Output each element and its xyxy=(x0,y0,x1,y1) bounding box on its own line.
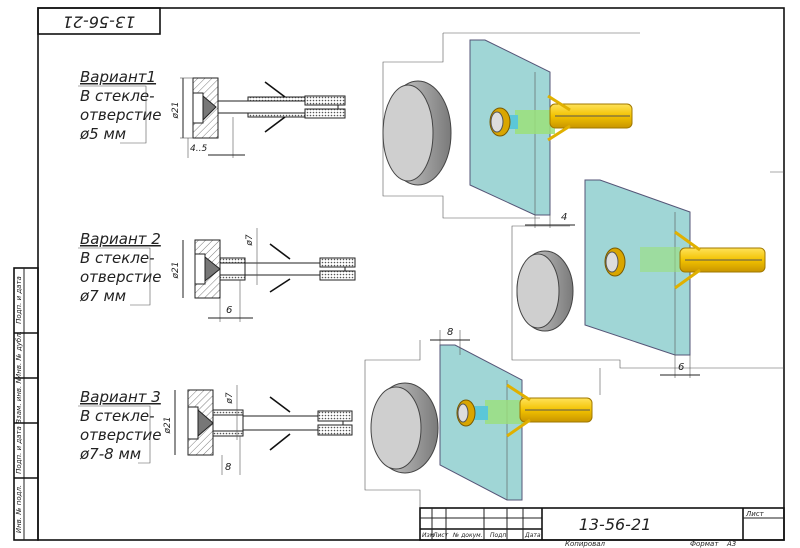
dim-hole: ø7 xyxy=(225,392,235,405)
dim-hole: ø7 xyxy=(245,234,255,247)
sheet-label: Лист xyxy=(745,510,765,518)
side-label: Взам. инв. № xyxy=(15,376,23,424)
dim-diameter: ø21 xyxy=(171,262,181,280)
section-view-2: ø21 ø7 6 xyxy=(171,228,356,322)
variant-title: Вариант 3 xyxy=(80,388,161,406)
side-label: Подп. и дата xyxy=(15,426,23,474)
column-label: Дата xyxy=(524,532,541,539)
iso-view-3: 8 xyxy=(364,327,601,508)
column-label: Лист xyxy=(432,532,449,539)
variant-text: В стекле- xyxy=(80,87,155,105)
side-label: Инв. № подл. xyxy=(15,485,23,533)
dim-diameter: ø21 xyxy=(171,102,181,120)
column-label: № докум. xyxy=(452,532,483,539)
variant-2-label: Вариант 2 В стекле- отверстие ø7 мм xyxy=(78,230,161,306)
variant-text: отверстие xyxy=(80,426,161,444)
section-view-3: ø21 ø7 8 xyxy=(163,385,353,475)
variant-text: отверстие xyxy=(80,268,161,286)
variant-text: ø7-8 мм xyxy=(79,445,141,463)
variant-title: Вариант 2 xyxy=(80,230,161,248)
side-strip: Подп. и дата Инв. № дубл. Взам. инв. № П… xyxy=(13,267,39,541)
variant-3-label: Вариант 3 В стекле- отверстие ø7-8 мм xyxy=(78,388,161,464)
iso-view-2: 6 xyxy=(511,171,784,378)
format-value: A3 xyxy=(726,540,736,548)
section-view-1: ø21 4..5 xyxy=(171,77,346,158)
dim-diameter: ø21 xyxy=(163,417,173,435)
variant-1-label: Вариант1 В стекле- отверстие ø5 мм xyxy=(78,68,161,144)
variant-text: В стекле- xyxy=(80,249,155,267)
side-label: Подп. и дата xyxy=(15,276,23,324)
copied-label: Копировал xyxy=(565,540,606,548)
side-label: Инв. № дубл. xyxy=(15,331,23,379)
variant-text: отверстие xyxy=(80,106,161,124)
dim-hole-depth: 6 xyxy=(678,362,684,373)
dim-glass-thickness: 4 xyxy=(561,212,567,223)
designation: 13-56-21 xyxy=(579,515,652,534)
iso-view-1: 4 xyxy=(382,32,640,228)
column-label: Изм xyxy=(422,532,435,539)
variant-title: Вариант1 xyxy=(80,68,156,86)
top-stamp-text: 13-56-21 xyxy=(63,13,136,32)
dim-depth: 4..5 xyxy=(190,144,207,154)
dim-depth: 6 xyxy=(226,305,232,316)
variant-text: ø5 мм xyxy=(79,125,126,143)
dim-depth: 8 xyxy=(447,327,453,338)
dim-depth: 8 xyxy=(225,462,231,473)
column-label: Подп. xyxy=(490,532,508,539)
title-block: Изм Лист № докум. Подп. Дата 13-56-21 Ли… xyxy=(419,507,785,548)
variant-text: В стекле- xyxy=(80,407,155,425)
top-stamp-box xyxy=(37,7,161,35)
format-label: Формат xyxy=(690,540,719,548)
variant-text: ø7 мм xyxy=(79,287,126,305)
